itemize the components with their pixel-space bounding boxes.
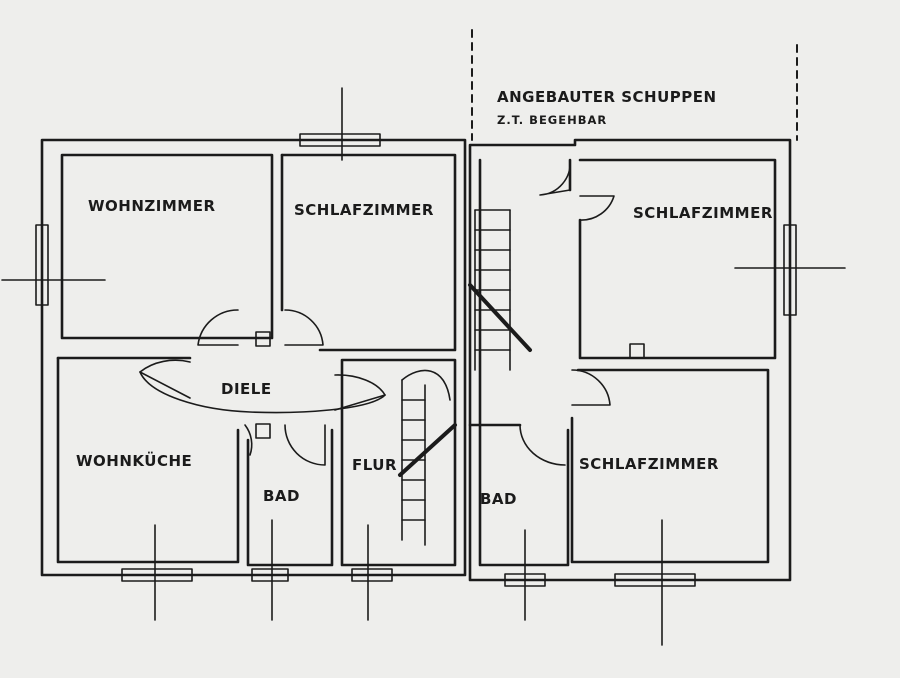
room-label-schlafzimmer-right-bottom: SCHLAFZIMMER <box>579 455 719 473</box>
room-label-flur: FLUR <box>352 456 398 474</box>
room-label-bad-right: BAD <box>480 490 517 508</box>
room-label-schlafzimmer-right-top: SCHLAFZIMMER <box>633 204 773 222</box>
annex-title: ANGEBAUTER SCHUPPEN <box>497 88 717 106</box>
room-label-wohnkueche: WOHNKÜCHE <box>76 452 193 470</box>
staircase-right <box>468 209 532 371</box>
annex-subtitle: Z.T. BEGEHBAR <box>497 113 608 127</box>
annex-boundary <box>471 29 798 141</box>
windows <box>35 133 797 587</box>
chimneys <box>255 331 645 439</box>
room-label-diele: DIELE <box>221 380 272 398</box>
door-swings <box>139 159 615 466</box>
inner-walls <box>56 153 777 567</box>
section-lines <box>1 87 846 646</box>
outer-walls <box>40 138 792 582</box>
staircase-left <box>398 369 457 546</box>
room-label-schlafzimmer-center: SCHLAFZIMMER <box>294 201 434 219</box>
room-label-wohnzimmer: WOHNZIMMER <box>88 197 216 215</box>
room-label-bad-left: BAD <box>263 487 300 505</box>
